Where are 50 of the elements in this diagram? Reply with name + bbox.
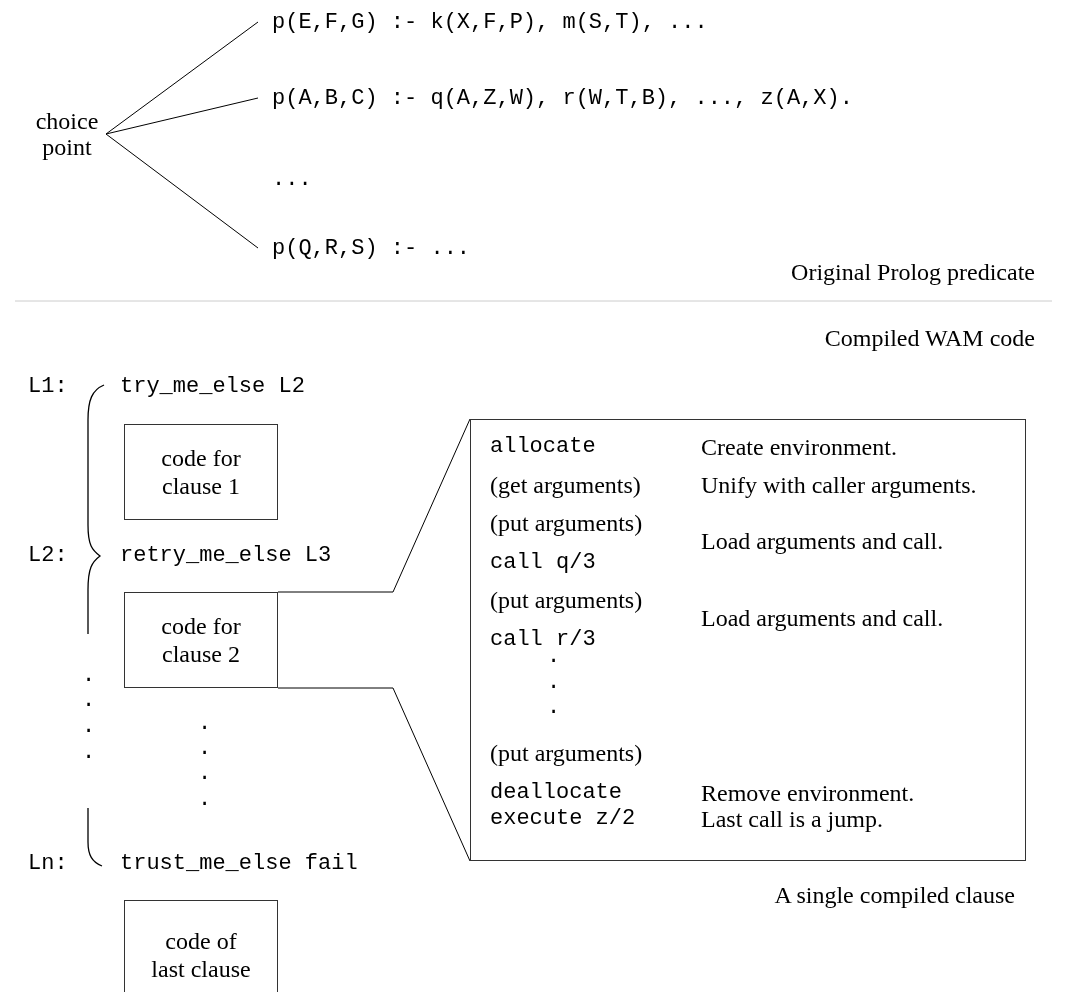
comment-text: Unify with caller arguments. <box>701 471 977 499</box>
comment-text: Remove environment. <box>701 779 915 807</box>
comment-text: Load arguments and call. <box>701 604 944 632</box>
label-name: Ln: <box>28 851 68 877</box>
ellipsis-dot: . <box>82 663 96 689</box>
section-caption: Original Prolog predicate <box>791 259 1035 285</box>
box-text: code for clause 1 <box>160 444 242 500</box>
clause-panel <box>470 419 1026 861</box>
code-box <box>124 592 278 688</box>
connector-line <box>105 97 259 135</box>
code-text: call q/3 <box>490 549 596 577</box>
code-box <box>124 424 278 520</box>
connector-line <box>105 133 259 249</box>
comment-text: Load arguments and call. <box>701 527 944 555</box>
section-caption: Compiled WAM code <box>824 325 1035 351</box>
ellipsis-dot: . <box>82 688 96 714</box>
label-name: L1: <box>28 374 68 400</box>
comment-text: (put arguments) <box>490 509 643 537</box>
comment-text: Last call is a jump. <box>701 805 883 833</box>
comment-text: (get arguments) <box>490 471 641 499</box>
connector-line <box>105 21 259 135</box>
instruction-text: try_me_else L2 <box>120 374 305 400</box>
code-box <box>124 900 278 992</box>
box-text: code of last clause <box>150 927 252 983</box>
ellipsis-dot: . <box>198 787 212 813</box>
zoom-line <box>277 687 471 862</box>
comment-text: (put arguments) <box>490 586 643 614</box>
ellipsis-dot: . <box>198 711 212 737</box>
ellipsis-dot: . <box>82 740 96 766</box>
ellipsis-dot: . <box>547 669 561 697</box>
ellipsis-dot: . <box>198 761 212 787</box>
instruction-text: trust_me_else fail <box>120 851 358 877</box>
instruction-text: retry_me_else L3 <box>120 543 332 569</box>
panel-caption: A single compiled clause <box>774 882 1015 908</box>
node-text: choice point <box>34 108 100 160</box>
label-name: L2: <box>28 543 68 569</box>
code-text: execute z/2 <box>490 805 636 833</box>
code-text: p(Q,R,S) :- ... <box>272 235 472 263</box>
box-text: code for clause 2 <box>160 612 242 668</box>
ellipsis-text: ... <box>272 167 312 193</box>
comment-text: Create environment. <box>701 433 897 461</box>
code-text: allocate <box>490 433 596 461</box>
code-text: deallocate <box>490 779 623 807</box>
ellipsis-dot: . <box>547 694 561 722</box>
comment-text: (put arguments) <box>490 739 643 767</box>
ellipsis-dot: . <box>82 714 96 740</box>
zoom-line <box>277 418 471 593</box>
code-text: p(E,F,G) :- k(X,F,P), m(S,T), ... <box>272 9 709 37</box>
ellipsis-dot: . <box>198 736 212 762</box>
code-text: p(A,B,C) :- q(A,Z,W), r(W,T,B), ..., z(A,X). <box>272 85 854 113</box>
